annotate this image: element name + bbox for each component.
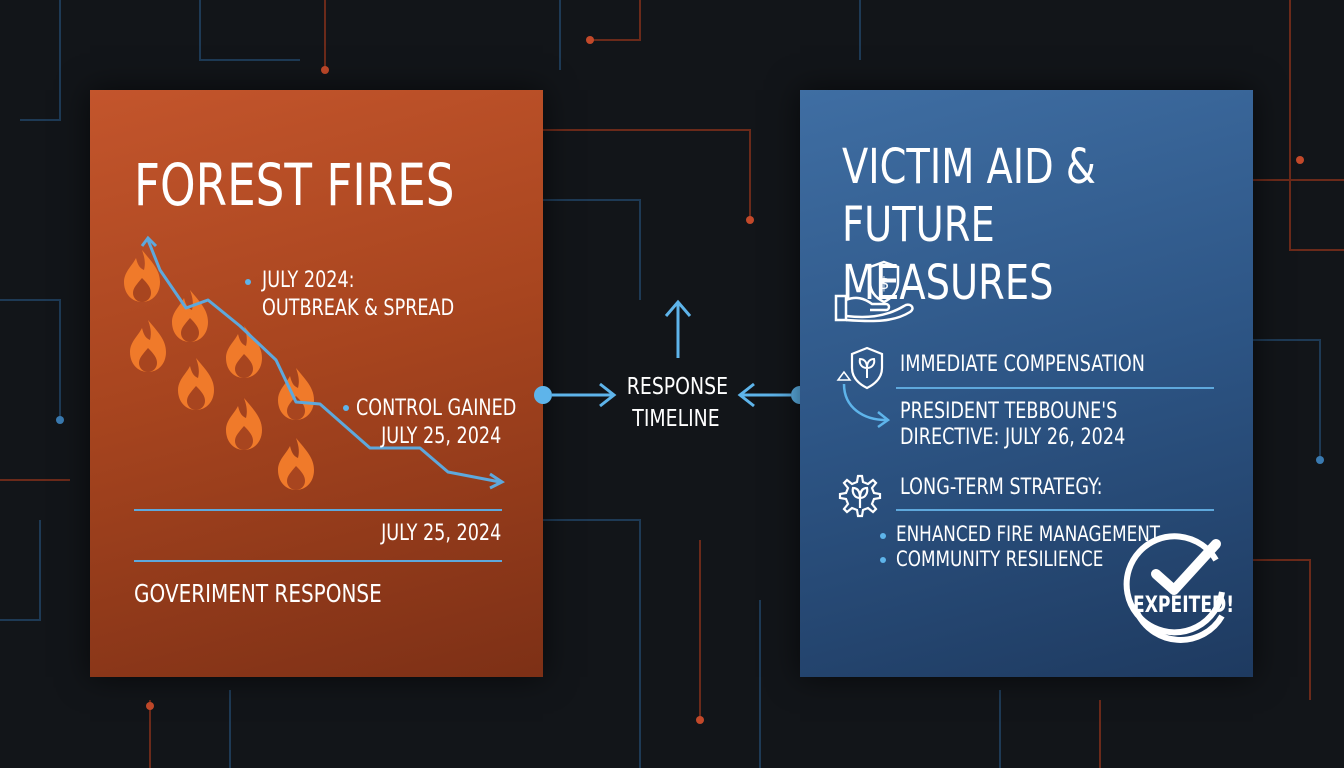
event-outbreak-date: JULY 2024:	[262, 268, 355, 293]
fire-decline-graphic	[124, 235, 505, 490]
timeline-date: JULY 25, 2024	[380, 521, 501, 546]
arrow-up-icon	[664, 299, 692, 358]
strategy-item: COMMUNITY RESILIENCE	[896, 547, 1104, 571]
strategy-item: ENHANCED FIRE MANAGEMENT	[896, 522, 1161, 546]
divider-line	[896, 387, 1214, 389]
event-control-label: CONTROL GAINED	[356, 396, 517, 421]
bullet-dot	[343, 405, 349, 411]
title-line-2: FUTURE MEASURES	[842, 197, 1054, 311]
response-timeline-label: RESPONSE TIMELINE	[626, 371, 729, 435]
forest-fires-title: FOREST FIRES	[134, 151, 455, 219]
check-circle-icon	[1123, 533, 1225, 643]
directive-line-2: DIRECTIVE: JULY 26, 2024	[900, 425, 1126, 450]
arrow-right-icon	[534, 382, 617, 408]
divider-line	[134, 509, 502, 511]
center-line-1: RESPONSE	[626, 374, 729, 400]
bullet-dot	[245, 279, 251, 285]
gear-leaf-icon	[838, 474, 882, 518]
event-outbreak-label: OUTBREAK & SPREAD	[262, 296, 455, 321]
divider-line	[896, 509, 1214, 511]
arrow-left-icon	[737, 382, 809, 408]
shield-leaf-icon	[850, 346, 884, 390]
event-control-date: JULY 25, 2024	[380, 424, 501, 449]
long-term-strategy-title: LONG-TERM STRATEGY:	[900, 475, 1103, 500]
victim-aid-title: VICTIM AID & FUTURE MEASURES	[842, 138, 1210, 312]
center-line-2: TIMELINE	[632, 406, 720, 432]
immediate-compensation-title: IMMEDIATE COMPENSATION	[900, 352, 1145, 377]
forest-fires-panel: FOREST FIRES JULY 2024: OUTBREAK & SPREA…	[90, 90, 543, 677]
government-response-label: GOVERIMENT RESPONSE	[134, 579, 382, 608]
divider-line	[134, 560, 502, 562]
hand-money-shield-icon: $	[834, 260, 914, 323]
curved-arrow-icon	[836, 370, 891, 429]
svg-text:$: $	[879, 274, 890, 294]
bullet-dot	[880, 557, 886, 563]
title-line-1: VICTIM AID &	[842, 139, 1096, 195]
expedited-stamp-label: EXPEITED!	[1132, 593, 1235, 618]
directive-line-1: PRESIDENT TEBBOUNE'S	[900, 399, 1118, 424]
bullet-dot	[880, 533, 886, 539]
